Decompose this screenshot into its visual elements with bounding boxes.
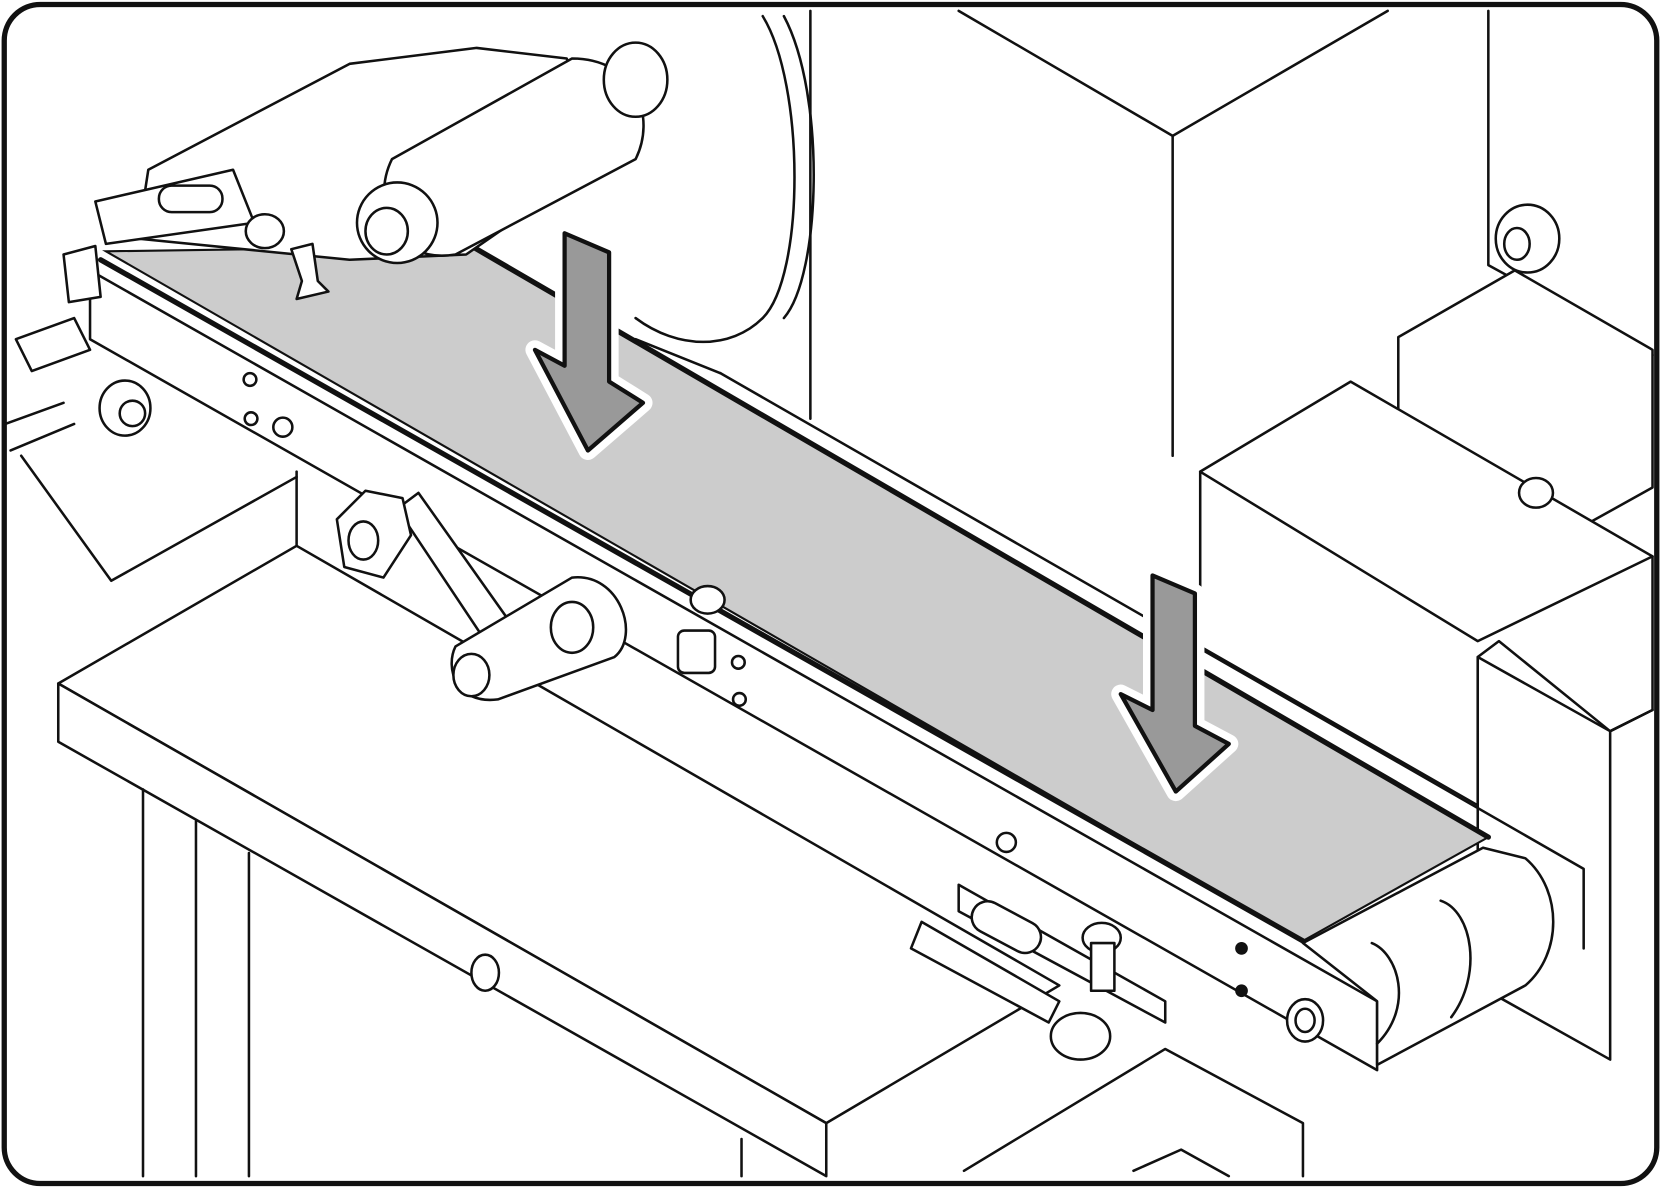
arrow-down-icon <box>1111 565 1239 802</box>
background-machinery <box>19 9 1654 1178</box>
arrow-down-icon <box>525 223 653 460</box>
tension-adjuster <box>909 883 1167 1061</box>
end-roller <box>1301 846 1555 1067</box>
lever-arm <box>335 489 628 702</box>
front-rail <box>88 257 1379 1072</box>
top-roller-assembly <box>4 41 669 452</box>
